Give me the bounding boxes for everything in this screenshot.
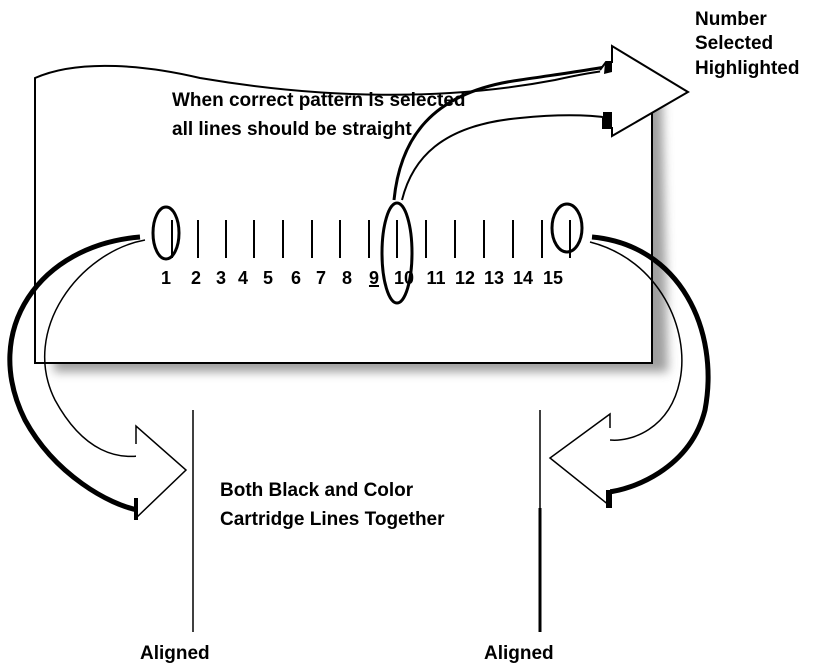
pattern-number-1: 1 [160,268,171,288]
pattern-lines [171,220,571,258]
callout-line: Cartridge Lines Together [220,508,445,530]
arrow-to-number-selected [392,44,690,201]
callout-line: all lines should be straight [172,119,412,141]
pattern-number-10: 10 [393,268,415,288]
callout-both-lines: Both Black and Color Cartridge Lines Tog… [220,477,445,534]
callout-line: When correct pattern is selected [172,90,466,111]
aligned-label-right: Aligned [484,643,554,664]
highlight-ellipse-15 [550,202,584,254]
arrow-left-curve [7,234,188,520]
callout-line: Highlighted [695,57,800,79]
pattern-number-9-selected: 9 [368,268,379,288]
pattern-number-11: 11 [426,268,446,288]
pattern-number-12: 12 [454,268,476,288]
pattern-number-14: 14 [512,268,534,288]
callout-line: Both Black and Color [220,480,414,501]
callout-line: Selected [695,33,774,55]
pattern-number-5: 5 [262,268,273,288]
callout-pattern-hint: When correct pattern is selected all lin… [172,86,466,145]
pattern-number-2: 2 [190,268,201,288]
pattern-number-3: 3 [215,268,226,288]
callout-number-selected: Number Selected Highlighted [695,8,799,81]
arrow-right-curve [548,234,711,508]
pattern-number-8: 8 [341,268,352,288]
pattern-number-13: 13 [483,268,505,288]
highlight-ellipse-10 [380,201,414,305]
pattern-number-4: 4 [237,268,248,288]
highlight-ellipse-1 [151,205,181,261]
pattern-number-7: 7 [315,268,326,288]
callout-line: Number [695,9,767,30]
pattern-number-6: 6 [290,268,301,288]
aligned-label-left: Aligned [140,643,210,664]
pattern-number-15: 15 [542,268,564,288]
